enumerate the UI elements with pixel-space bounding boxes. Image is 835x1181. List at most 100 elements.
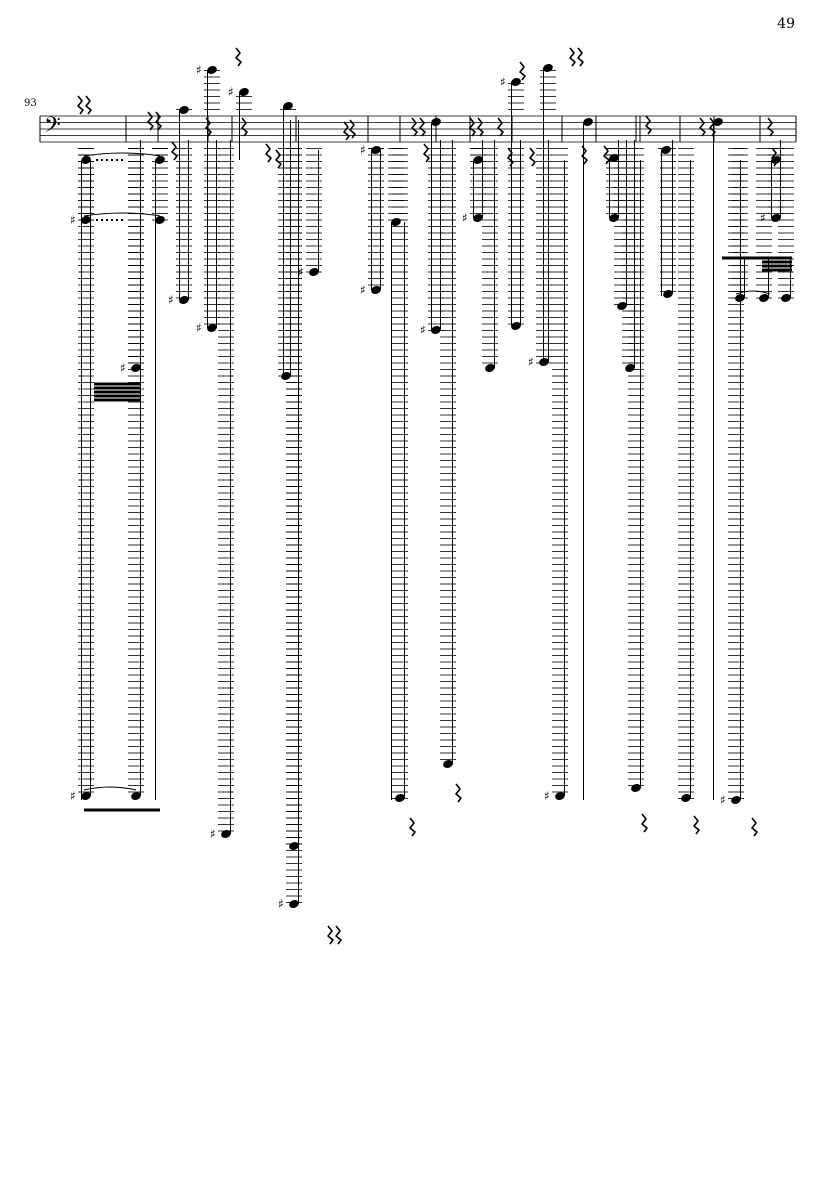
quarter-rest-icon bbox=[423, 143, 430, 163]
rests-layer bbox=[77, 47, 778, 945]
notehead bbox=[443, 760, 453, 768]
sharp-sign: ♯ bbox=[760, 211, 766, 225]
quarter-rest-icon bbox=[477, 117, 484, 137]
notehead bbox=[713, 118, 723, 126]
notehead bbox=[609, 154, 619, 162]
bass-clef-icon: 𝄢 bbox=[44, 113, 61, 143]
quarter-rest-icon bbox=[155, 111, 162, 131]
sharp-sign: ♯ bbox=[196, 63, 202, 77]
quarter-rest-icon bbox=[507, 147, 514, 167]
sharp-sign: ♯ bbox=[168, 293, 174, 307]
notehead bbox=[473, 156, 483, 164]
quarter-rest-icon bbox=[751, 817, 758, 837]
notehead bbox=[81, 792, 91, 800]
notehead bbox=[473, 214, 483, 222]
sharp-sign: ♯ bbox=[544, 789, 550, 803]
notehead bbox=[371, 286, 381, 294]
quarter-rest-icon bbox=[771, 147, 778, 167]
notehead bbox=[207, 324, 217, 332]
quarter-rest-icon bbox=[581, 145, 588, 165]
notehead bbox=[663, 290, 673, 298]
measure-number: 93 bbox=[24, 98, 37, 109]
quarter-rest-icon bbox=[529, 147, 536, 167]
quarter-rest-icon bbox=[519, 61, 526, 81]
quarter-rest-icon bbox=[171, 141, 178, 161]
notehead bbox=[617, 302, 627, 310]
clef-symbol: 𝄢 bbox=[44, 113, 61, 143]
notehead bbox=[555, 792, 565, 800]
quarter-rest-icon bbox=[767, 117, 774, 137]
quarter-rest-icon bbox=[645, 115, 652, 135]
quarter-rest-icon bbox=[641, 813, 648, 833]
quarter-rest-icon bbox=[469, 117, 476, 137]
notehead bbox=[221, 830, 231, 838]
notehead bbox=[131, 364, 141, 372]
sharp-sign: ♯ bbox=[278, 897, 284, 911]
quarter-rest-icon bbox=[265, 143, 272, 163]
notehead bbox=[395, 794, 405, 802]
notehead bbox=[289, 900, 299, 908]
tie bbox=[83, 152, 161, 157]
notehead bbox=[731, 796, 741, 804]
sharp-sign: ♯ bbox=[420, 323, 426, 337]
sharp-sign: ♯ bbox=[196, 321, 202, 335]
quarter-rest-icon bbox=[327, 925, 334, 945]
quarter-rest-icon bbox=[699, 117, 706, 137]
notehead bbox=[155, 156, 165, 164]
quarter-rest-icon bbox=[577, 47, 584, 67]
quarter-rest-icon bbox=[455, 783, 462, 803]
notehead bbox=[631, 784, 641, 792]
quarter-rest-icon bbox=[147, 111, 154, 131]
sharp-sign: ♯ bbox=[120, 361, 126, 375]
notehead bbox=[239, 88, 249, 96]
notehead bbox=[681, 794, 691, 802]
tie bbox=[83, 786, 137, 791]
sharp-sign: ♯ bbox=[210, 827, 216, 841]
quarter-rest-icon bbox=[497, 117, 504, 137]
quarter-rest-icon bbox=[603, 145, 610, 165]
quarter-rest-icon bbox=[709, 117, 716, 137]
notehead bbox=[431, 326, 441, 334]
sharp-sign: ♯ bbox=[70, 789, 76, 803]
quarter-rest-icon bbox=[411, 117, 418, 137]
quarter-rest-icon bbox=[275, 149, 282, 169]
quarter-rest-icon bbox=[349, 119, 356, 139]
sharp-sign: ♯ bbox=[360, 283, 366, 297]
notehead bbox=[771, 156, 781, 164]
quarter-rest-icon bbox=[77, 95, 84, 115]
notehead bbox=[81, 156, 91, 164]
sharp-sign: ♯ bbox=[500, 75, 506, 89]
tie bbox=[735, 290, 771, 295]
quarter-rest-icon bbox=[85, 95, 92, 115]
notehead bbox=[431, 118, 441, 126]
notehead bbox=[511, 78, 521, 86]
quarter-rest-icon bbox=[693, 815, 700, 835]
quarter-rest-icon bbox=[419, 117, 426, 137]
notehead bbox=[179, 106, 189, 114]
notehead bbox=[583, 118, 593, 126]
notehead bbox=[485, 364, 495, 372]
notehead bbox=[371, 146, 381, 154]
notehead bbox=[207, 66, 217, 74]
quarter-rest-icon bbox=[569, 47, 576, 67]
quarter-rest-icon bbox=[409, 817, 416, 837]
sharp-sign: ♯ bbox=[360, 143, 366, 157]
quarter-rest-icon bbox=[335, 925, 342, 945]
quarter-rest-icon bbox=[343, 121, 350, 141]
sharp-sign: ♯ bbox=[528, 355, 534, 369]
tie bbox=[83, 212, 161, 217]
sharp-sign: ♯ bbox=[228, 85, 234, 99]
notehead bbox=[283, 102, 293, 110]
notehead bbox=[661, 146, 671, 154]
quarter-rest-icon bbox=[241, 117, 248, 137]
notehead bbox=[131, 792, 141, 800]
notehead bbox=[543, 64, 553, 72]
notes-layer: ♯♯♯♯♯♯♯♯♯♯♯♯♯♯♯♯♯♯♯ bbox=[70, 63, 794, 911]
sharp-sign: ♯ bbox=[70, 213, 76, 227]
notehead bbox=[625, 364, 635, 372]
sharp-sign: ♯ bbox=[462, 211, 468, 225]
sharp-sign: ♯ bbox=[298, 265, 304, 279]
staff bbox=[39, 115, 797, 143]
page-number: 49 bbox=[777, 16, 795, 32]
